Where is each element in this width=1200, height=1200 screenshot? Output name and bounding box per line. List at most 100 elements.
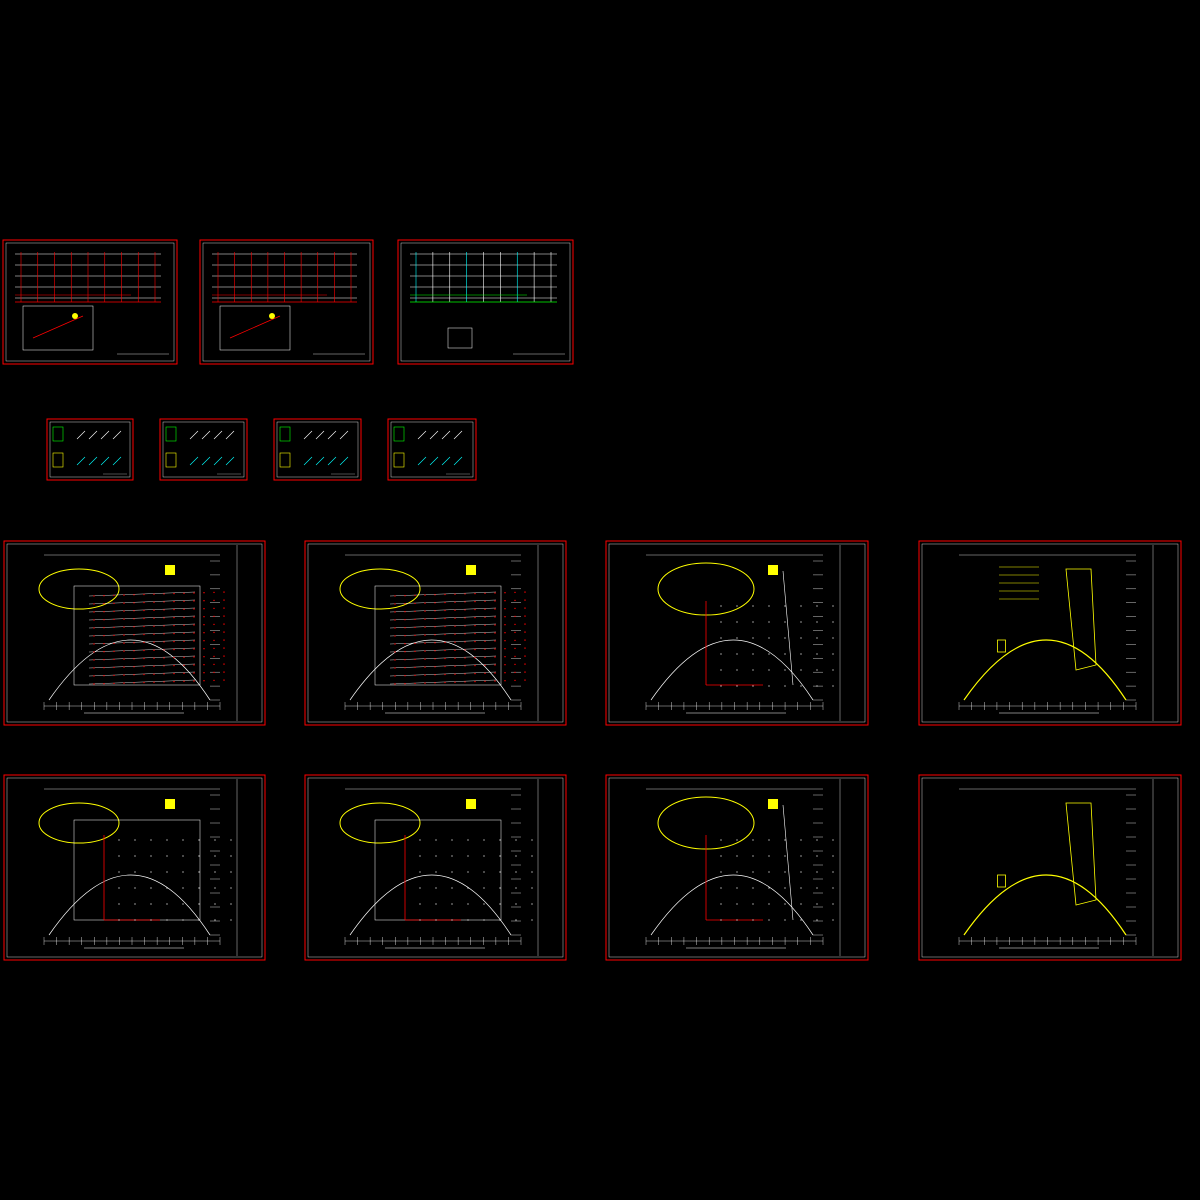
inner-border — [390, 421, 474, 478]
sprinkler-head — [464, 673, 466, 675]
sprinkler-head — [444, 625, 446, 628]
ceiling-point — [483, 839, 485, 841]
sprinkler-head — [404, 627, 406, 629]
sprinkler-head — [203, 616, 205, 618]
sprinkler-branch — [88, 655, 196, 661]
sprinkler-head — [213, 631, 215, 634]
detail-symbol — [279, 426, 291, 442]
sprinkler-head — [514, 679, 516, 682]
ceiling-point — [499, 871, 501, 873]
ceiling-point — [230, 855, 232, 857]
dome-outline — [650, 639, 814, 701]
tower-outline — [1065, 568, 1097, 671]
sprinkler-head — [143, 625, 145, 628]
sprinkler-head — [93, 611, 95, 613]
ceiling-point — [832, 605, 834, 607]
sprinkler-branch — [88, 607, 196, 613]
sprinkler-head — [163, 601, 165, 603]
sprinkler-head — [454, 657, 456, 659]
sprinkler-head — [193, 616, 195, 618]
sprinkler-head — [484, 624, 486, 626]
drawing-sheet-plan-3[interactable] — [605, 540, 869, 726]
sprinkler-head — [193, 624, 195, 626]
facade-edge — [782, 804, 794, 921]
ceiling-point — [800, 653, 802, 655]
sprinkler-head — [494, 624, 496, 626]
drawing-sheet-plan-1[interactable] — [3, 540, 266, 726]
sprinkler-head — [103, 635, 105, 637]
sprinkler-head — [484, 640, 486, 642]
sprinkler-head — [404, 611, 406, 613]
sprinkler-head — [133, 618, 135, 620]
sprinkler-branch — [88, 663, 196, 669]
drawing-sheet-plan-2[interactable] — [304, 540, 567, 726]
sprinkler-head — [193, 632, 195, 634]
ceiling-point — [768, 653, 770, 655]
sprinkler-head — [173, 624, 175, 627]
ceiling-point — [720, 621, 722, 623]
sprinkler-head — [173, 664, 175, 667]
detail-symbol — [393, 452, 405, 468]
sprinkler-head — [434, 666, 436, 668]
drawing-sheet-system-diagram-3[interactable] — [397, 239, 574, 365]
sprinkler-head — [524, 631, 526, 633]
drawing-sheet-plan-7[interactable] — [605, 774, 869, 961]
drawing-sheet-system-diagram-2[interactable] — [199, 239, 374, 365]
ceiling-point — [435, 919, 437, 921]
sprinkler-branch — [88, 671, 196, 677]
dome-outline — [48, 874, 211, 936]
sprinkler-head — [404, 619, 406, 621]
sprinkler-head — [213, 663, 215, 666]
drawing-sheet-detail-1[interactable] — [46, 418, 134, 481]
sprinkler-head — [484, 680, 486, 682]
sprinkler-head — [133, 594, 135, 596]
ceiling-point — [784, 887, 786, 889]
sprinkler-head — [173, 592, 175, 595]
sprinkler-head — [183, 616, 185, 618]
drawing-sheet-system-diagram-1[interactable] — [2, 239, 178, 365]
ceiling-point — [752, 839, 754, 841]
drawing-sheet-detail-2[interactable] — [159, 418, 248, 481]
sprinkler-head — [434, 642, 436, 644]
sprinkler-head — [153, 625, 155, 627]
ceiling-point — [118, 903, 120, 905]
drawing-sheet-plan-4[interactable] — [918, 540, 1182, 726]
sprinkler-head — [163, 665, 165, 667]
sheet-border — [3, 774, 266, 961]
drawing-sheet-detail-4[interactable] — [387, 418, 477, 481]
sprinkler-head — [474, 616, 476, 619]
ceiling-point — [118, 855, 120, 857]
sprinkler-head — [504, 640, 506, 642]
ceiling-point — [752, 685, 754, 687]
sprinkler-head — [163, 681, 165, 683]
drawing-sheet-plan-6[interactable] — [304, 774, 567, 961]
sprinkler-head — [474, 592, 476, 595]
drawing-sheet-detail-3[interactable] — [273, 418, 362, 481]
ceiling-point — [784, 919, 786, 921]
ceiling-point — [198, 839, 200, 841]
drawing-sheet-plan-8[interactable] — [918, 774, 1182, 961]
sprinkler-head — [133, 682, 135, 684]
drawing-sheet-plan-5[interactable] — [3, 774, 266, 961]
sprinkler-head — [223, 623, 225, 625]
sprinkler-head — [494, 600, 496, 602]
ceiling-point — [134, 887, 136, 889]
sprinkler-head — [123, 658, 125, 660]
sprinkler-head — [524, 599, 526, 601]
sprinkler-branch — [389, 671, 497, 677]
sprinkler-head — [414, 610, 416, 613]
sprinkler-branch — [389, 623, 497, 629]
ceiling-point — [214, 887, 216, 889]
ceiling-point — [214, 871, 216, 873]
ceiling-point — [768, 669, 770, 671]
sprinkler-head — [524, 639, 526, 641]
inner-border — [162, 421, 245, 478]
atrium-oval — [38, 802, 120, 844]
ceiling-point — [451, 855, 453, 857]
sprinkler-head — [524, 655, 526, 657]
iso-fitting — [429, 456, 439, 466]
iso-fitting — [315, 456, 325, 466]
ceiling-point — [198, 919, 200, 921]
sprinkler-head — [514, 623, 516, 626]
